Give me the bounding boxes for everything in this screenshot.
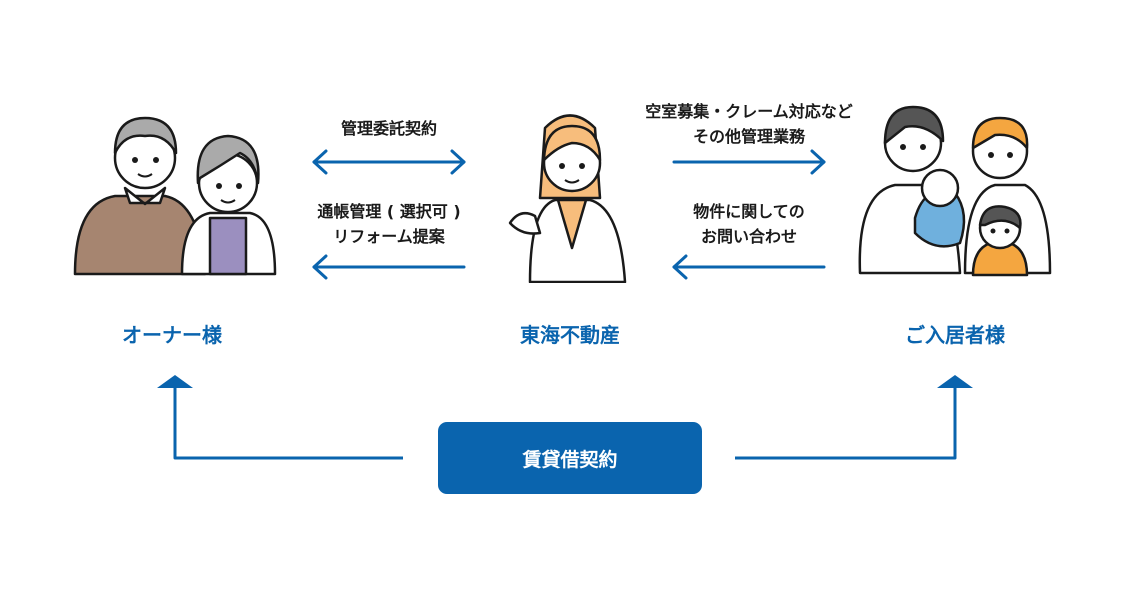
owner-couple-illustration <box>73 116 277 276</box>
double-arrow-owner-agency <box>312 149 466 175</box>
arrow-agency-to-owner <box>312 254 466 280</box>
label-other-management: その他管理業務 <box>692 127 806 146</box>
label-renovation-proposal: リフォーム提案 <box>333 227 445 246</box>
lease-contract-box: 賃貸借契約 <box>438 422 702 494</box>
arrow-tenant-to-agency <box>672 254 826 280</box>
label-passbook-management: 通帳管理 ( 選択可 ) <box>317 202 461 221</box>
contract-line-owner <box>173 386 403 460</box>
party-agency: 東海不動産 <box>520 323 620 347</box>
label-property-inquiry-1: 物件に関しての <box>693 202 805 221</box>
party-owner: オーナー様 <box>122 323 222 347</box>
party-tenant: ご入居者様 <box>905 323 1005 347</box>
tenant-family-illustration <box>858 105 1052 277</box>
label-vacancy-recruitment: 空室募集・クレーム対応など <box>645 102 853 121</box>
arrow-agency-to-tenant <box>672 149 826 175</box>
arrowhead-owner <box>157 375 193 388</box>
agency-staff-illustration <box>508 114 627 283</box>
label-property-inquiry-2: お問い合わせ <box>700 227 798 246</box>
lease-contract-label: 賃貸借契約 <box>522 448 618 471</box>
arrowhead-tenant <box>937 375 973 388</box>
contract-line-tenant <box>735 386 957 460</box>
label-management-contract: 管理委託契約 <box>340 119 438 138</box>
